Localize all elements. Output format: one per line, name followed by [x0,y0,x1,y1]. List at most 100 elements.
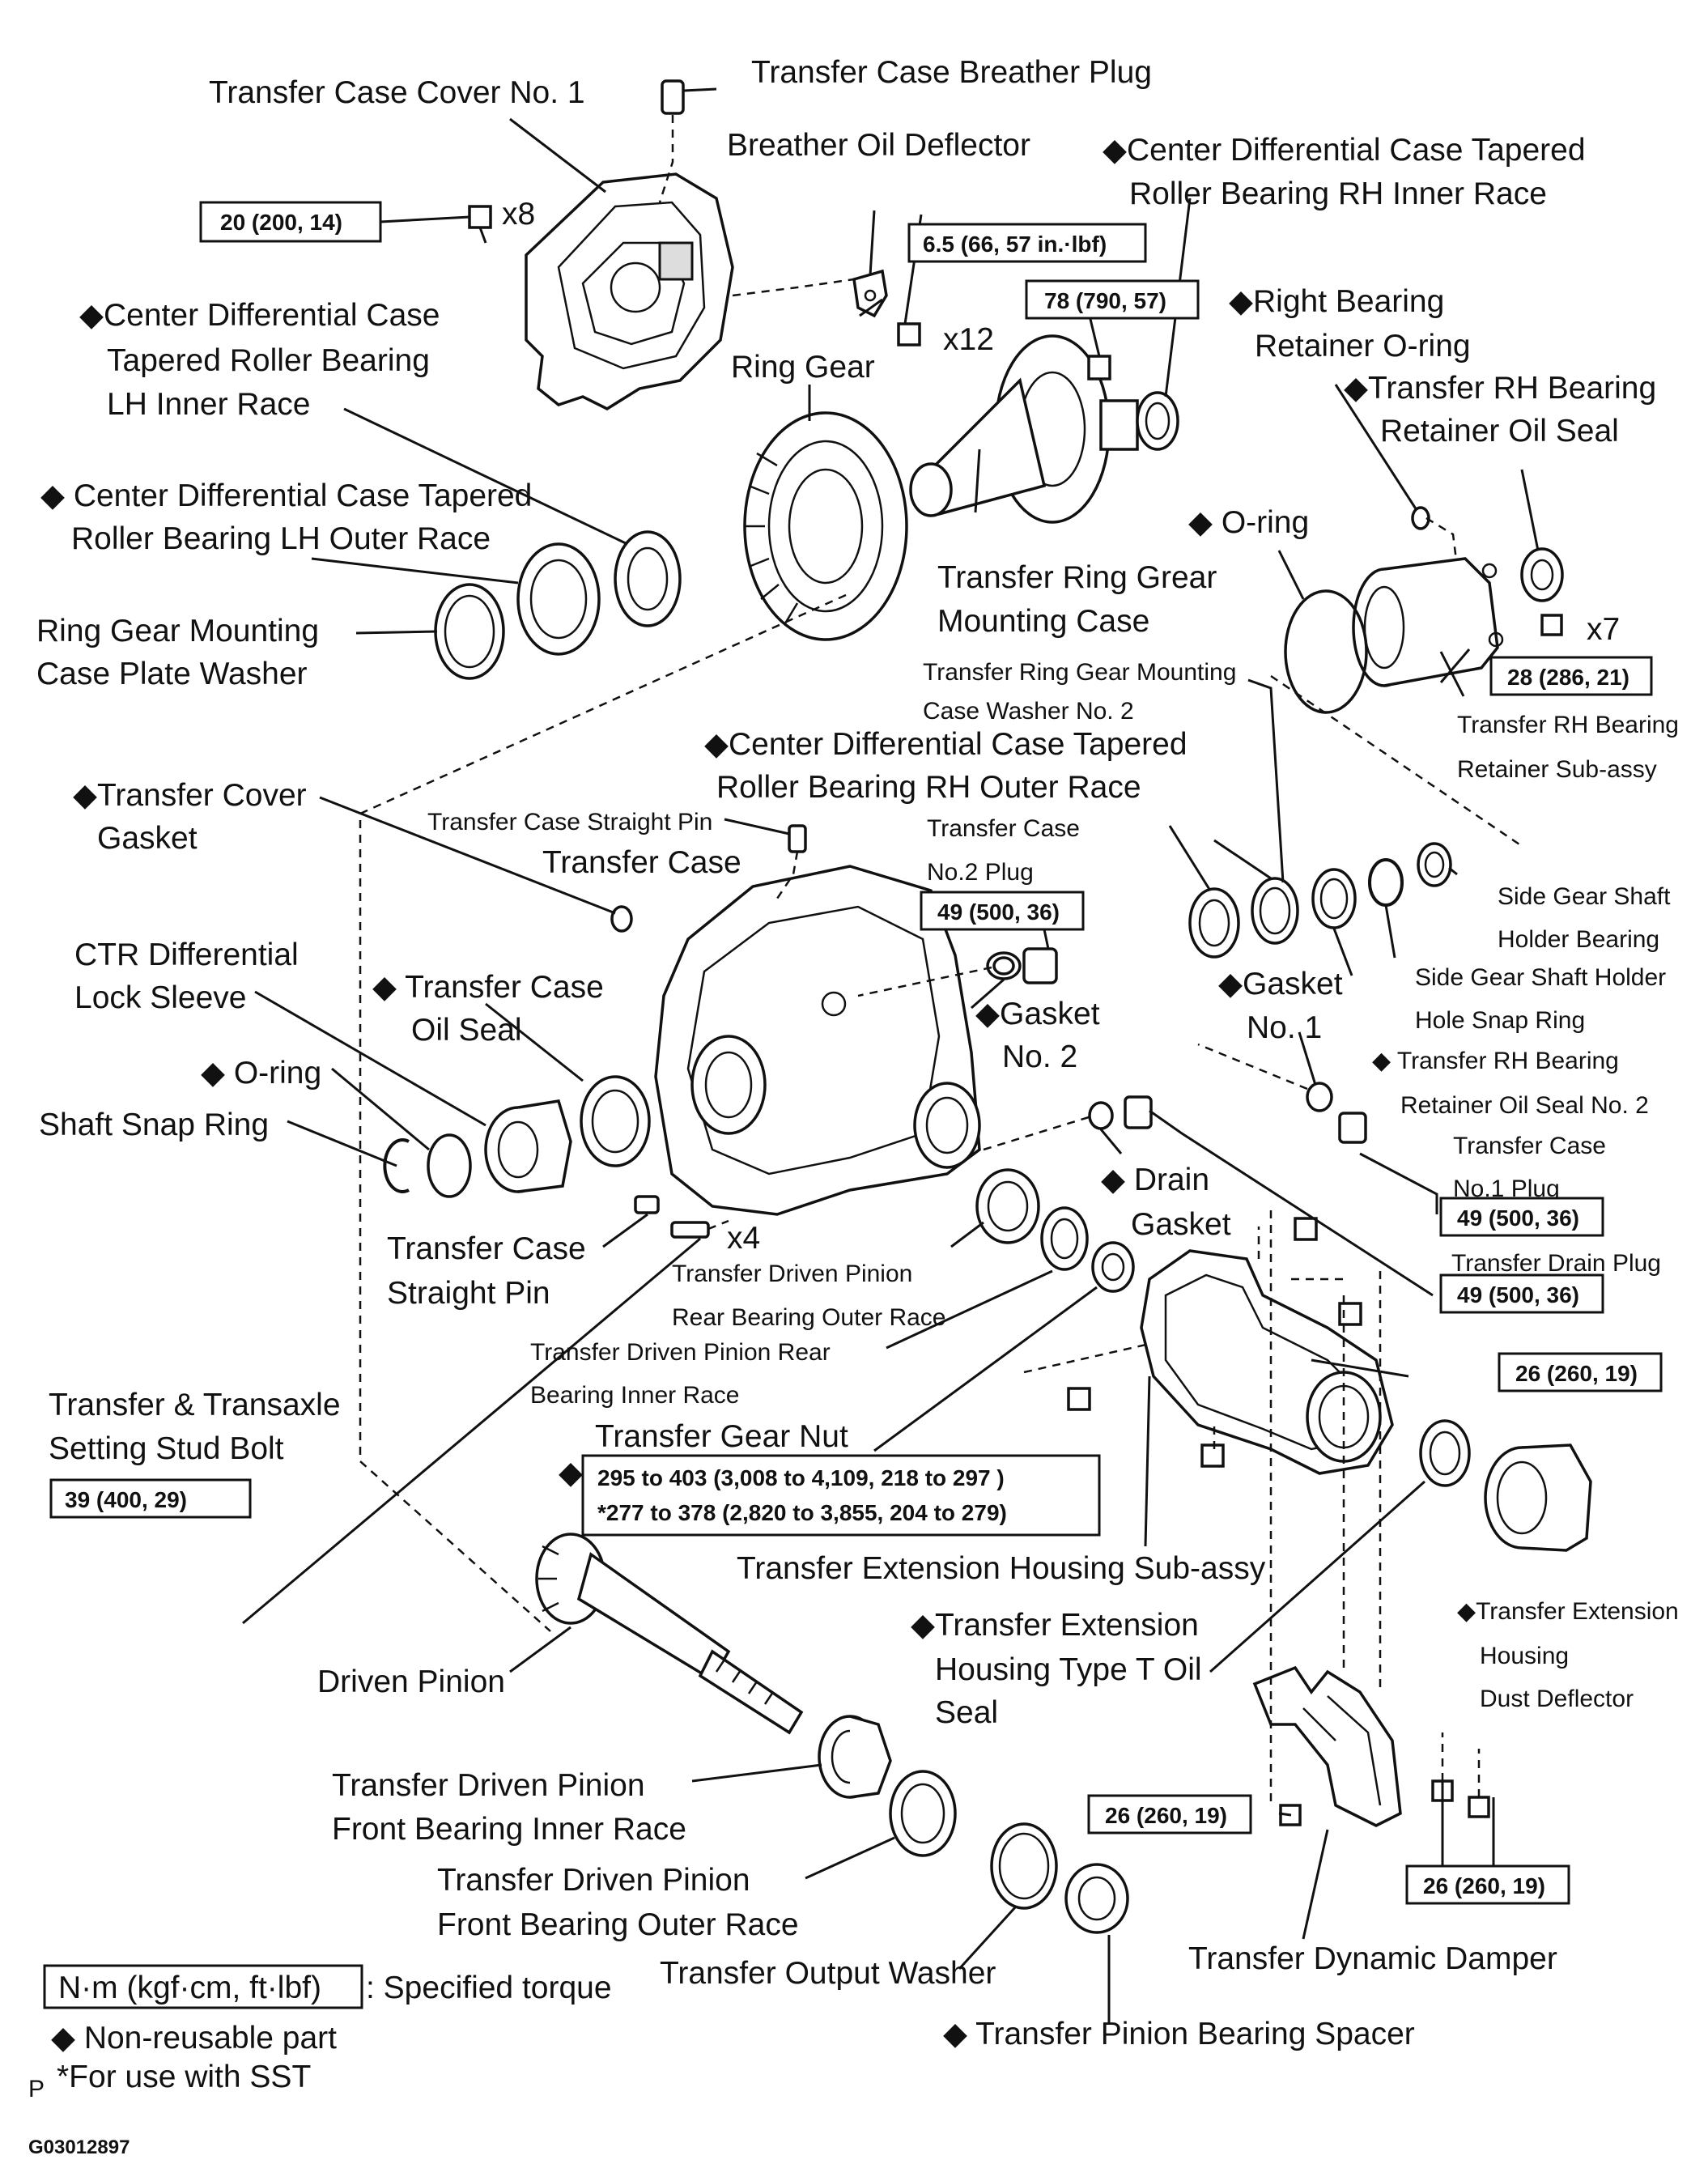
label-gasket-no2-1: ◆Gasket [975,997,1100,1031]
label-breather-deflector: Breather Oil Deflector [727,128,1030,163]
stud-bolt-drawing [670,1221,710,1239]
torque-no1-plug: 49 (500, 36) [1457,1205,1579,1231]
gear-nut-drawing [1091,1241,1135,1293]
drain-plug-drawing [1124,1095,1153,1129]
gasket-no2-drawing [992,956,1015,976]
label-cdc-rh-inner-1: ◆Center Differential Case Tapered [1103,133,1586,168]
torque-box-drain-plug [1439,1273,1604,1314]
label-ext-oil-seal-2: Housing Type T Oil [935,1652,1202,1687]
rh-inner-race-drawing [1136,391,1179,451]
label-plate-washer-1: Ring Gear Mounting [36,614,319,648]
label-ring-gear: Ring Gear [731,350,875,385]
lh-outer-race-drawing [516,542,601,656]
label-mounting-case-washer-2: Case Washer No. 2 [923,698,1134,725]
side-gear-bearing-drawing [1417,842,1452,887]
side-gear-snap-ring-drawing [1368,858,1404,907]
label-cdc-lh-outer-2: Roller Bearing LH Outer Race [71,521,491,556]
label-straight-pin-top: Transfer Case Straight Pin [427,809,712,835]
torque-cover-bolts: 20 (200, 14) [220,210,342,235]
torque-box-damper-right [1405,1864,1570,1905]
torque-damper-left: 26 (260, 19) [1105,1803,1227,1828]
torque-gear-nut-line2: *277 to 378 (2,820 to 3,855, 204 to 279) [597,1500,1007,1525]
label-cdc-lh-inner-1: ◆Center Differential Case [79,298,440,333]
torque-extension-bolt: 26 (260, 19) [1515,1361,1638,1386]
rh-retainer-subassy-drawing [1352,557,1504,687]
gasket-no1-drawing [1306,1082,1333,1112]
label-rh-oil-seal-no2-1: ◆ Transfer RH Bearing [1372,1048,1619,1074]
label-dust-deflector-2: Housing [1480,1643,1569,1669]
extension-housing-drawing [1140,1249,1394,1475]
label-cdc-lh-inner-3: LH Inner Race [107,387,310,422]
pinion-spacer-drawing [1064,1863,1129,1934]
label-case-oil-seal-2: Oil Seal [411,1013,522,1048]
rh-outer-race-drawing [1188,887,1240,959]
label-right-retainer-oring-2: Retainer O-ring [1255,329,1471,364]
label-plate-washer-2: Case Plate Washer [36,657,308,691]
plate-washer-drawing [434,583,505,680]
label-no2-plug-2: No.2 Plug [927,859,1034,886]
label-gasket-no2-2: No. 2 [1002,1039,1077,1074]
retainer-oil-seal-drawing [1520,547,1564,602]
label-cdc-rh-outer-1: ◆Center Differential Case Tapered [704,727,1188,762]
retainer-bolt-drawing [1540,614,1563,636]
cover-bolt-drawing [468,205,492,244]
case-oil-seal-drawing [580,1075,651,1167]
legend-unit-box [43,1964,363,2009]
label-drain-gasket-1: ◆ Drain [1101,1163,1209,1197]
label-dust-deflector-3: Dust Deflector [1480,1686,1634,1712]
breather-deflector-drawing [852,269,888,318]
torque-retainer-bolts: 28 (286, 21) [1507,665,1629,690]
label-rh-retainer-oil-seal-1: ◆Transfer RH Bearing [1344,371,1656,406]
part-labels: Transfer Case Cover No. 1 Transfer Case … [36,55,1679,2051]
transfer-case-cover-drawing [525,172,734,411]
label-rear-inner-race-2: Bearing Inner Race [530,1382,740,1409]
qty-stud-bolts: x4 [727,1221,760,1256]
label-oring-mid: ◆ O-ring [201,1056,321,1090]
label-drain-gasket-2: Gasket [1131,1207,1231,1242]
torque-box-extension [1498,1352,1663,1392]
torque-no2-plug: 49 (500, 36) [937,899,1060,925]
torque-ring-gear-bolt: 78 (790, 57) [1044,288,1166,313]
torque-box-no1-plug [1439,1197,1604,1237]
label-cover-gasket-1: ◆Transfer Cover [73,778,307,813]
label-cover-gasket-2: Gasket [97,821,198,856]
torque-gear-nut-line1: 295 to 403 (3,008 to 4,109, 218 to 297 ) [597,1465,1005,1490]
torque-stud-bolt: 39 (400, 29) [65,1487,187,1512]
dust-deflector-drawing [1484,1443,1592,1552]
label-dynamic-damper: Transfer Dynamic Damper [1188,1941,1557,1976]
label-front-inner-race-2: Front Bearing Inner Race [332,1812,686,1847]
torque-drain-plug: 49 (500, 36) [1457,1282,1579,1307]
dynamic-damper-drawing [1252,1665,1402,1827]
straight-pin-bottom-drawing [634,1195,660,1214]
ext-oil-seal-drawing [1419,1419,1471,1487]
label-rh-retainer-oil-seal-2: Retainer Oil Seal [1380,414,1619,449]
label-mounting-case-washer-1: Transfer Ring Gear Mounting [923,659,1236,686]
label-extension-housing: Transfer Extension Housing Sub-assy [737,1551,1266,1586]
label-pinion-spacer: ◆ Transfer Pinion Bearing Spacer [943,2017,1415,2051]
label-rh-retainer-subassy-2: Retainer Sub-assy [1457,756,1657,783]
cover-gasket-drawing [610,905,633,933]
small-oring-drawing [1411,506,1430,530]
torque-box-retainer [1489,656,1653,696]
qty-deflector-bolts: x12 [943,322,994,357]
label-straight-pin-bottom-2: Straight Pin [387,1276,550,1311]
label-drain-plug: Transfer Drain Plug [1451,1250,1661,1277]
legend-non-reusable: ◆ Non-reusable part [51,2021,337,2056]
label-oring-top: ◆ O-ring [1188,505,1309,540]
driven-pinion-drawing [535,1533,804,1735]
ctr-lock-sleeve-drawing [484,1099,572,1193]
label-ext-oil-seal-1: ◆Transfer Extension [911,1608,1199,1643]
label-right-retainer-oring-1: ◆Right Bearing [1229,284,1444,319]
label-cdc-lh-inner-2: Tapered Roller Bearing [107,343,430,378]
label-output-washer: Transfer Output Washer [660,1956,996,1991]
ring-gear-mounting-case-drawing [909,334,1139,524]
label-rh-retainer-subassy-1: Transfer RH Bearing [1457,712,1679,738]
front-inner-race-drawing [818,1715,892,1799]
torque-deflector-bolts: 6.5 (66, 57 in.·lbf) [923,232,1107,257]
torque-box-cover-bolts [199,201,382,243]
label-cdc-lh-outer-1: ◆ Center Differential Case Tapered [40,478,532,513]
ring-gear-drawing [743,411,908,641]
label-cdc-rh-outer-2: Roller Bearing RH Outer Race [716,770,1141,805]
rear-outer-race-drawing [975,1168,1040,1244]
quantity-markers: x8 x12 x7 x4 [502,197,1620,1256]
